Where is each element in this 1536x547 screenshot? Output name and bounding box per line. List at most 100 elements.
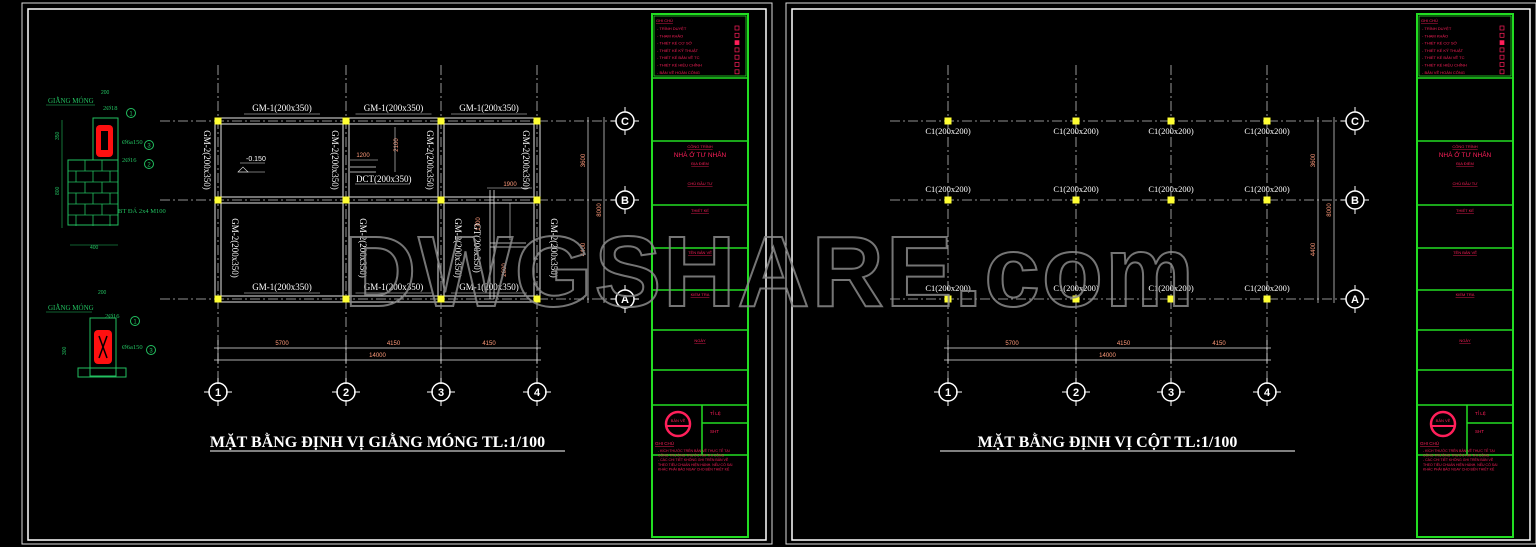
scale-label: TỈ LỆ xyxy=(710,409,721,416)
check-header: KIỂM TRA xyxy=(691,292,710,297)
checklist-header: GHI CHÚ xyxy=(1421,18,1438,23)
owner-header: CHỦ ĐẦU TƯ xyxy=(687,181,713,186)
marker-circle xyxy=(144,140,154,150)
checklist-checkbox[interactable] xyxy=(734,54,740,60)
beam-section xyxy=(89,317,117,377)
checklist-checkbox[interactable] xyxy=(1499,62,1505,67)
column-marker xyxy=(1167,196,1175,204)
grid-bubble-circle xyxy=(1345,289,1365,309)
grid-label: 4 xyxy=(1264,387,1271,399)
checklist-checkbox[interactable] xyxy=(734,69,740,75)
beam-label-gm1: GM-1(200x350) xyxy=(459,282,519,292)
grid-bubble-fill xyxy=(1259,384,1275,400)
rebar-label: 2Ø16 xyxy=(105,313,120,320)
owner-header: CHỦ ĐẦU TƯ xyxy=(1452,181,1478,186)
dimension-text: 4150 xyxy=(1117,341,1131,347)
column-marker xyxy=(342,117,350,125)
checklist-checkbox[interactable] xyxy=(1499,25,1505,31)
checklist-checkbox[interactable] xyxy=(1499,69,1505,75)
dimension-text: 4150 xyxy=(1212,341,1226,347)
checklist-checkbox[interactable] xyxy=(734,25,740,31)
checklist-checkbox[interactable] xyxy=(734,40,740,45)
note-line: KHÁC PHẢI BÁO NGAY CHO BÊN THIẾT KẾ xyxy=(658,466,730,471)
location-header: ĐỊA ĐIỂM xyxy=(691,161,709,166)
dimension-text: 5700 xyxy=(1005,341,1019,347)
note-line: - KÍCH THƯỚC TRÊN BẢN VẼ THỰC TẾ TẠI xyxy=(1423,448,1495,453)
grid-bubble-A: A xyxy=(611,285,639,313)
note-line: THEO TIÊU CHUẨN HIỆN HÀNH. NẾU CÓ SAI xyxy=(658,462,732,467)
outer-border xyxy=(785,2,1536,545)
checklist-item: - THIẾT KẾ HIỆU CHỈNH xyxy=(657,63,702,68)
stamp-icon xyxy=(664,410,692,438)
column-marker xyxy=(1263,117,1271,125)
grid-bubble-fill xyxy=(1068,384,1084,400)
grid-bubble-2: 2 xyxy=(332,378,360,406)
column-marker xyxy=(342,196,350,204)
checklist-checkbox[interactable] xyxy=(734,32,740,38)
column-label: C1(200x200) xyxy=(1053,126,1099,136)
grid-label: C xyxy=(621,116,629,128)
column-label: C1(200x200) xyxy=(1244,126,1290,136)
beam-label-dct: DCT(200x350) xyxy=(356,174,412,184)
grid-bubble-fill xyxy=(940,384,956,400)
checklist-item: - TRÌNH DUYỆT xyxy=(1422,26,1452,31)
checklist-item: - THIẾT KẾ HIỆU CHỈNH xyxy=(1422,63,1467,68)
rebar-marker: 3 xyxy=(146,345,156,355)
column-marker xyxy=(944,117,952,125)
grid-bubble-1: 1 xyxy=(204,378,232,406)
dimension-text: 2600 xyxy=(502,263,508,277)
grid-bubble-fill xyxy=(210,384,226,400)
drawing-header: TÊN BẢN VẼ xyxy=(1453,250,1477,255)
rebar-label: 2Ø16 xyxy=(122,157,137,164)
grid-bubble-fill xyxy=(433,384,449,400)
column-label: C1(200x200) xyxy=(1053,184,1099,194)
checklist-item: - THIẾT KẾ BẢN VẼ TC xyxy=(1422,55,1465,60)
note-line: THEO TIÊU CHUẨN HIỆN HÀNH. NẾU CÓ SAI xyxy=(1423,462,1497,467)
rebar-marker: 3 xyxy=(144,140,154,150)
column-label: C1(200x200) xyxy=(1148,126,1194,136)
checklist-checkbox[interactable] xyxy=(734,62,740,67)
grid-bubble-4: 4 xyxy=(1253,378,1281,406)
marker-number: 3 xyxy=(149,349,153,355)
dimension-text: 3600 xyxy=(1311,153,1317,167)
base-label: BT ĐÁ 2x4 M100 xyxy=(118,207,166,215)
dimension-text: 1900 xyxy=(503,182,517,188)
marker-number: 3 xyxy=(147,144,151,150)
column-marker xyxy=(533,196,541,204)
checklist-checkbox[interactable] xyxy=(734,47,740,53)
beam-label-gm2: GM-2(200x350) xyxy=(202,130,212,190)
stamp-text: BẢN VẼ xyxy=(671,418,686,423)
column-marker xyxy=(1263,295,1271,303)
grid-label: 1 xyxy=(215,387,221,399)
inner-border xyxy=(27,8,767,541)
grid-bubble-C: C xyxy=(611,107,639,135)
check-header: KIỂM TRA xyxy=(1456,292,1475,297)
checklist-checkbox[interactable] xyxy=(1499,32,1505,38)
dimension-text: 1700 xyxy=(476,217,482,231)
column-marker xyxy=(214,295,222,303)
note-line: - CÁC CHI TIẾT KHÔNG GHI TRÊN BẢN VẼ xyxy=(658,457,729,462)
rebar-label: 2Ø18 xyxy=(103,105,117,112)
marker-circle xyxy=(130,316,140,326)
checklist-item: - THAM KHẢO xyxy=(657,33,683,38)
detail-label: GIẰNG MÓNG xyxy=(48,97,94,105)
column-label: C1(200x200) xyxy=(925,283,971,293)
note-line: CÔNG TRƯỜNG TRƯỚC KHI THI CÔNG xyxy=(658,453,725,458)
rebar-marker: 1 xyxy=(130,316,140,326)
column-label: C1(200x200) xyxy=(1244,184,1290,194)
checklist-item: - THIẾT KẾ KỸ THUẬT xyxy=(657,48,699,53)
checklist-checkbox[interactable] xyxy=(1499,47,1505,53)
grid-bubble-circle xyxy=(615,190,635,210)
rebar-tie xyxy=(98,335,108,359)
date-header: NGÀY xyxy=(1459,338,1471,343)
dimension-text: 8000 xyxy=(1327,203,1333,217)
grid-bubble-C: C xyxy=(1341,107,1369,135)
column-marker xyxy=(1167,295,1175,303)
checklist-item: - THIẾT KẾ KỸ THUẬT xyxy=(1422,48,1464,53)
checklist-checkbox[interactable] xyxy=(1499,54,1505,60)
checklist-checkbox[interactable] xyxy=(1499,40,1505,45)
grid-bubble-4: 4 xyxy=(523,378,551,406)
rebar-core xyxy=(101,131,108,150)
grid-bubble-circle xyxy=(615,111,635,131)
